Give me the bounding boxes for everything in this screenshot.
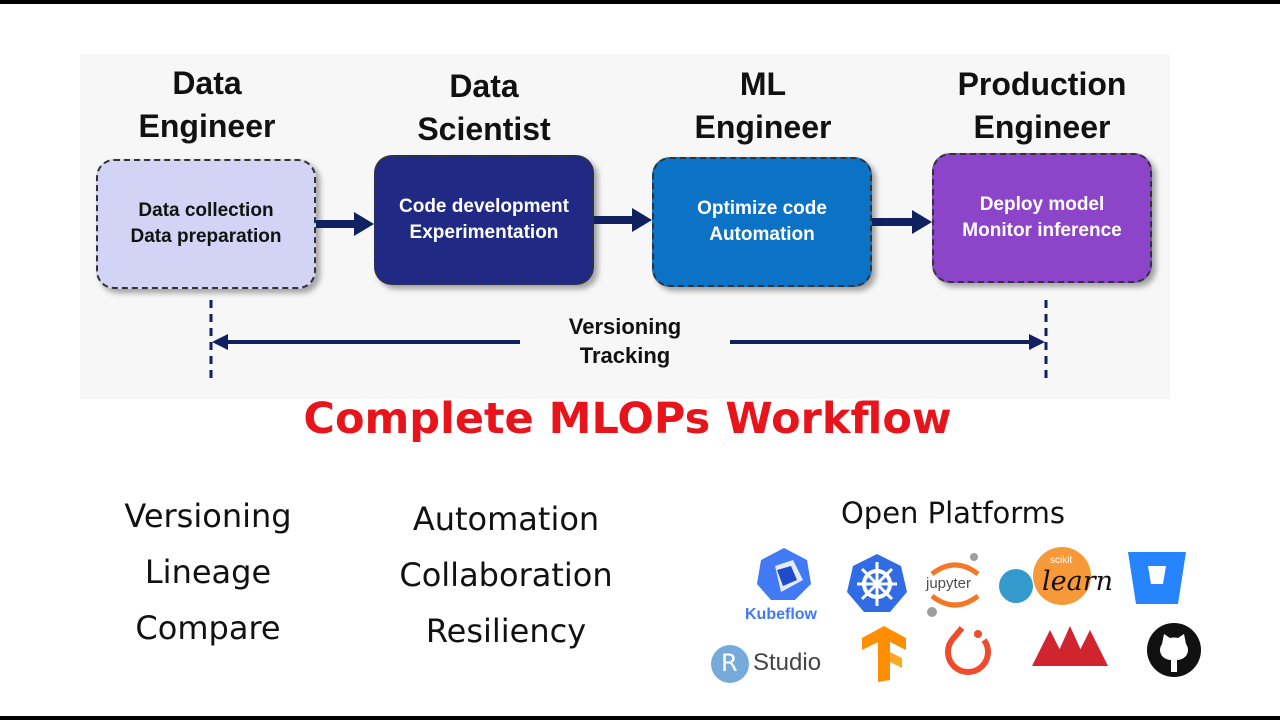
- arrow-stage-2-to-3: [594, 208, 652, 232]
- feature-list-1: Versioning Lineage Compare: [100, 488, 316, 656]
- arrow-stage-3-to-4: [872, 210, 932, 234]
- role-ml-engineer: ML Engineer: [694, 66, 832, 145]
- slide: Data Engineer Data Scientist ML Engineer…: [0, 4, 1280, 716]
- rstudio-icon: [711, 645, 749, 683]
- feature-compare: Compare: [135, 609, 281, 647]
- role-data-engineer: Data Engineer: [138, 65, 276, 144]
- arrow-stage-1-to-2: [316, 212, 374, 236]
- rstudio-r-label: R: [721, 649, 738, 677]
- pytorch-icon: [945, 626, 991, 675]
- jupyter-label: jupyter: [926, 575, 972, 592]
- page-title: Complete MLOPs Workflow: [303, 394, 952, 444]
- tracking-label: Versioning Tracking: [520, 312, 730, 370]
- role-production-engineer: Production Engineer: [957, 66, 1127, 145]
- scikit-learn-label: learn: [1042, 566, 1114, 597]
- stage-data-preparation: Data collection Data preparation: [96, 159, 316, 289]
- feature-collaboration: Collaboration: [399, 556, 613, 594]
- rstudio-label: Studio: [753, 649, 822, 676]
- tensorflow-icon: [862, 626, 906, 682]
- stage-code-development: Code development Experimentation: [374, 155, 594, 285]
- bitbucket-icon: [1128, 552, 1186, 604]
- jupyter-icon: [927, 553, 980, 617]
- mlflow-icon: [1032, 626, 1108, 666]
- kubernetes-icon: [847, 554, 907, 612]
- feature-resiliency: Resiliency: [425, 612, 587, 650]
- feature-versioning: Versioning: [124, 497, 292, 535]
- stage-deploy-model: Deploy model Monitor inference: [932, 153, 1152, 283]
- feature-lineage: Lineage: [144, 553, 272, 591]
- role-data-scientist: Data Scientist: [417, 68, 551, 147]
- open-platforms-title: Open Platforms: [840, 496, 1066, 530]
- feature-list-2: Automation Collaboration Resiliency: [388, 491, 624, 659]
- scikit-small-label: scikit: [1050, 555, 1073, 566]
- scikit-learn-icon: [999, 547, 1091, 605]
- kubeflow-label: Kubeflow: [745, 606, 817, 623]
- kubeflow-icon: [757, 548, 811, 600]
- github-icon: [1147, 623, 1201, 677]
- feature-automation: Automation: [412, 500, 600, 538]
- stage-optimize-code: Optimize code Automation: [652, 157, 872, 287]
